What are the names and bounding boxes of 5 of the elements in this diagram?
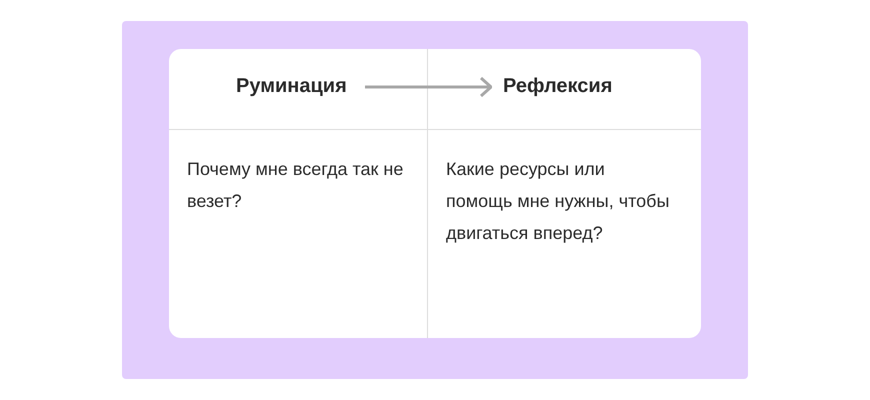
question-text: Какие ресурсы или помощь мне нужны, чтобы двигаться вперед? — [446, 158, 670, 245]
question-text: Почему мне всегда так не везет? — [187, 158, 404, 213]
arrow — [365, 76, 492, 98]
column-heading: Руминация — [236, 74, 347, 98]
column-heading: Рефлексия — [503, 74, 612, 98]
